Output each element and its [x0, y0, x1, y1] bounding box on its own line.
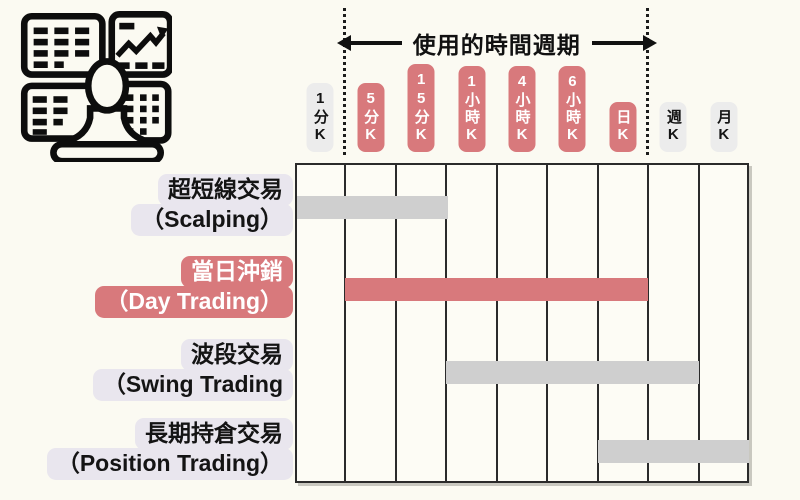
grid-column-line	[697, 165, 700, 481]
timeframe-header-daily: 日K	[609, 102, 637, 152]
timeframe-header-monthly: 月K	[710, 102, 738, 152]
row-label-position-trading: 長期持倉交易（Position Trading）	[46, 417, 293, 481]
timeframe-header-label: 6小時K	[563, 73, 581, 145]
grid-column-line	[647, 165, 650, 481]
row-label-en: （Swing Trading	[92, 369, 293, 402]
row-label-zh: 當日沖銷	[181, 255, 293, 288]
timeframe-header-label: 15分K	[412, 71, 430, 145]
timeframe-header-label: 月K	[715, 109, 733, 145]
timeframe-header-4hour: 4小時K	[508, 66, 536, 152]
trader-monitors-svg	[20, 11, 174, 165]
timeframe-header-label: 5分K	[362, 90, 380, 145]
grid-column-line	[394, 165, 397, 481]
grid-column-line	[596, 165, 599, 481]
row-label-zh: 波段交易	[181, 338, 293, 371]
row-label-en: （Day Trading）	[95, 286, 293, 319]
usage-bar-scalping	[297, 195, 449, 219]
trader-monitors-icon	[12, 6, 174, 165]
chart-uptrend-icon	[115, 22, 169, 69]
timeframe-header-label: 日K	[614, 109, 632, 145]
usage-bar-position-trading	[597, 439, 749, 463]
trader-icon	[50, 58, 164, 165]
timeframe-header-label: 1小時K	[463, 73, 481, 145]
grid-column-line	[546, 165, 549, 481]
grid-column-line	[445, 165, 448, 481]
timeframe-grid	[295, 163, 749, 483]
right-arrow-icon	[591, 41, 644, 45]
timeframe-header-label: 1分K	[311, 90, 329, 145]
row-label-scalping: 超短線交易（Scalping）	[131, 173, 293, 237]
monitor-topright-icon	[108, 11, 174, 78]
monitor-bottomleft-icon	[20, 82, 101, 142]
timeframe-header-5min: 5分K	[357, 83, 385, 152]
left-arrow-icon	[349, 41, 402, 45]
timeframe-header-label: 4小時K	[513, 73, 531, 145]
usage-bar-swing-trading	[446, 360, 699, 384]
timeframe-header-weekly: 週K	[659, 102, 687, 152]
banner-title: 使用的時間週期	[412, 32, 581, 58]
row-label-day-trading: 當日沖銷（Day Trading）	[95, 255, 293, 319]
timeframe-header-label: 週K	[664, 109, 682, 145]
highlight-boundary-right	[646, 8, 650, 155]
row-label-zh: 長期持倉交易	[135, 417, 293, 450]
usage-bar-day-trading	[345, 277, 649, 301]
timeframe-header-1min: 1分K	[306, 83, 334, 152]
timeframe-banner: 使用的時間週期	[349, 26, 644, 60]
grid-column-line	[344, 165, 347, 481]
timeframe-header-15min: 15分K	[407, 64, 435, 152]
row-label-zh: 超短線交易	[158, 173, 293, 206]
row-label-en: （Position Trading）	[46, 448, 293, 481]
grid-column-line	[495, 165, 498, 481]
monitor-topleft-icon	[20, 12, 106, 78]
highlight-boundary-left	[343, 8, 347, 155]
timeframe-header-6hour: 6小時K	[558, 66, 586, 152]
row-label-en: （Scalping）	[131, 204, 293, 237]
row-label-swing-trading: 波段交易（Swing Trading	[92, 338, 293, 402]
timeframe-header-1hour: 1小時K	[458, 66, 486, 152]
